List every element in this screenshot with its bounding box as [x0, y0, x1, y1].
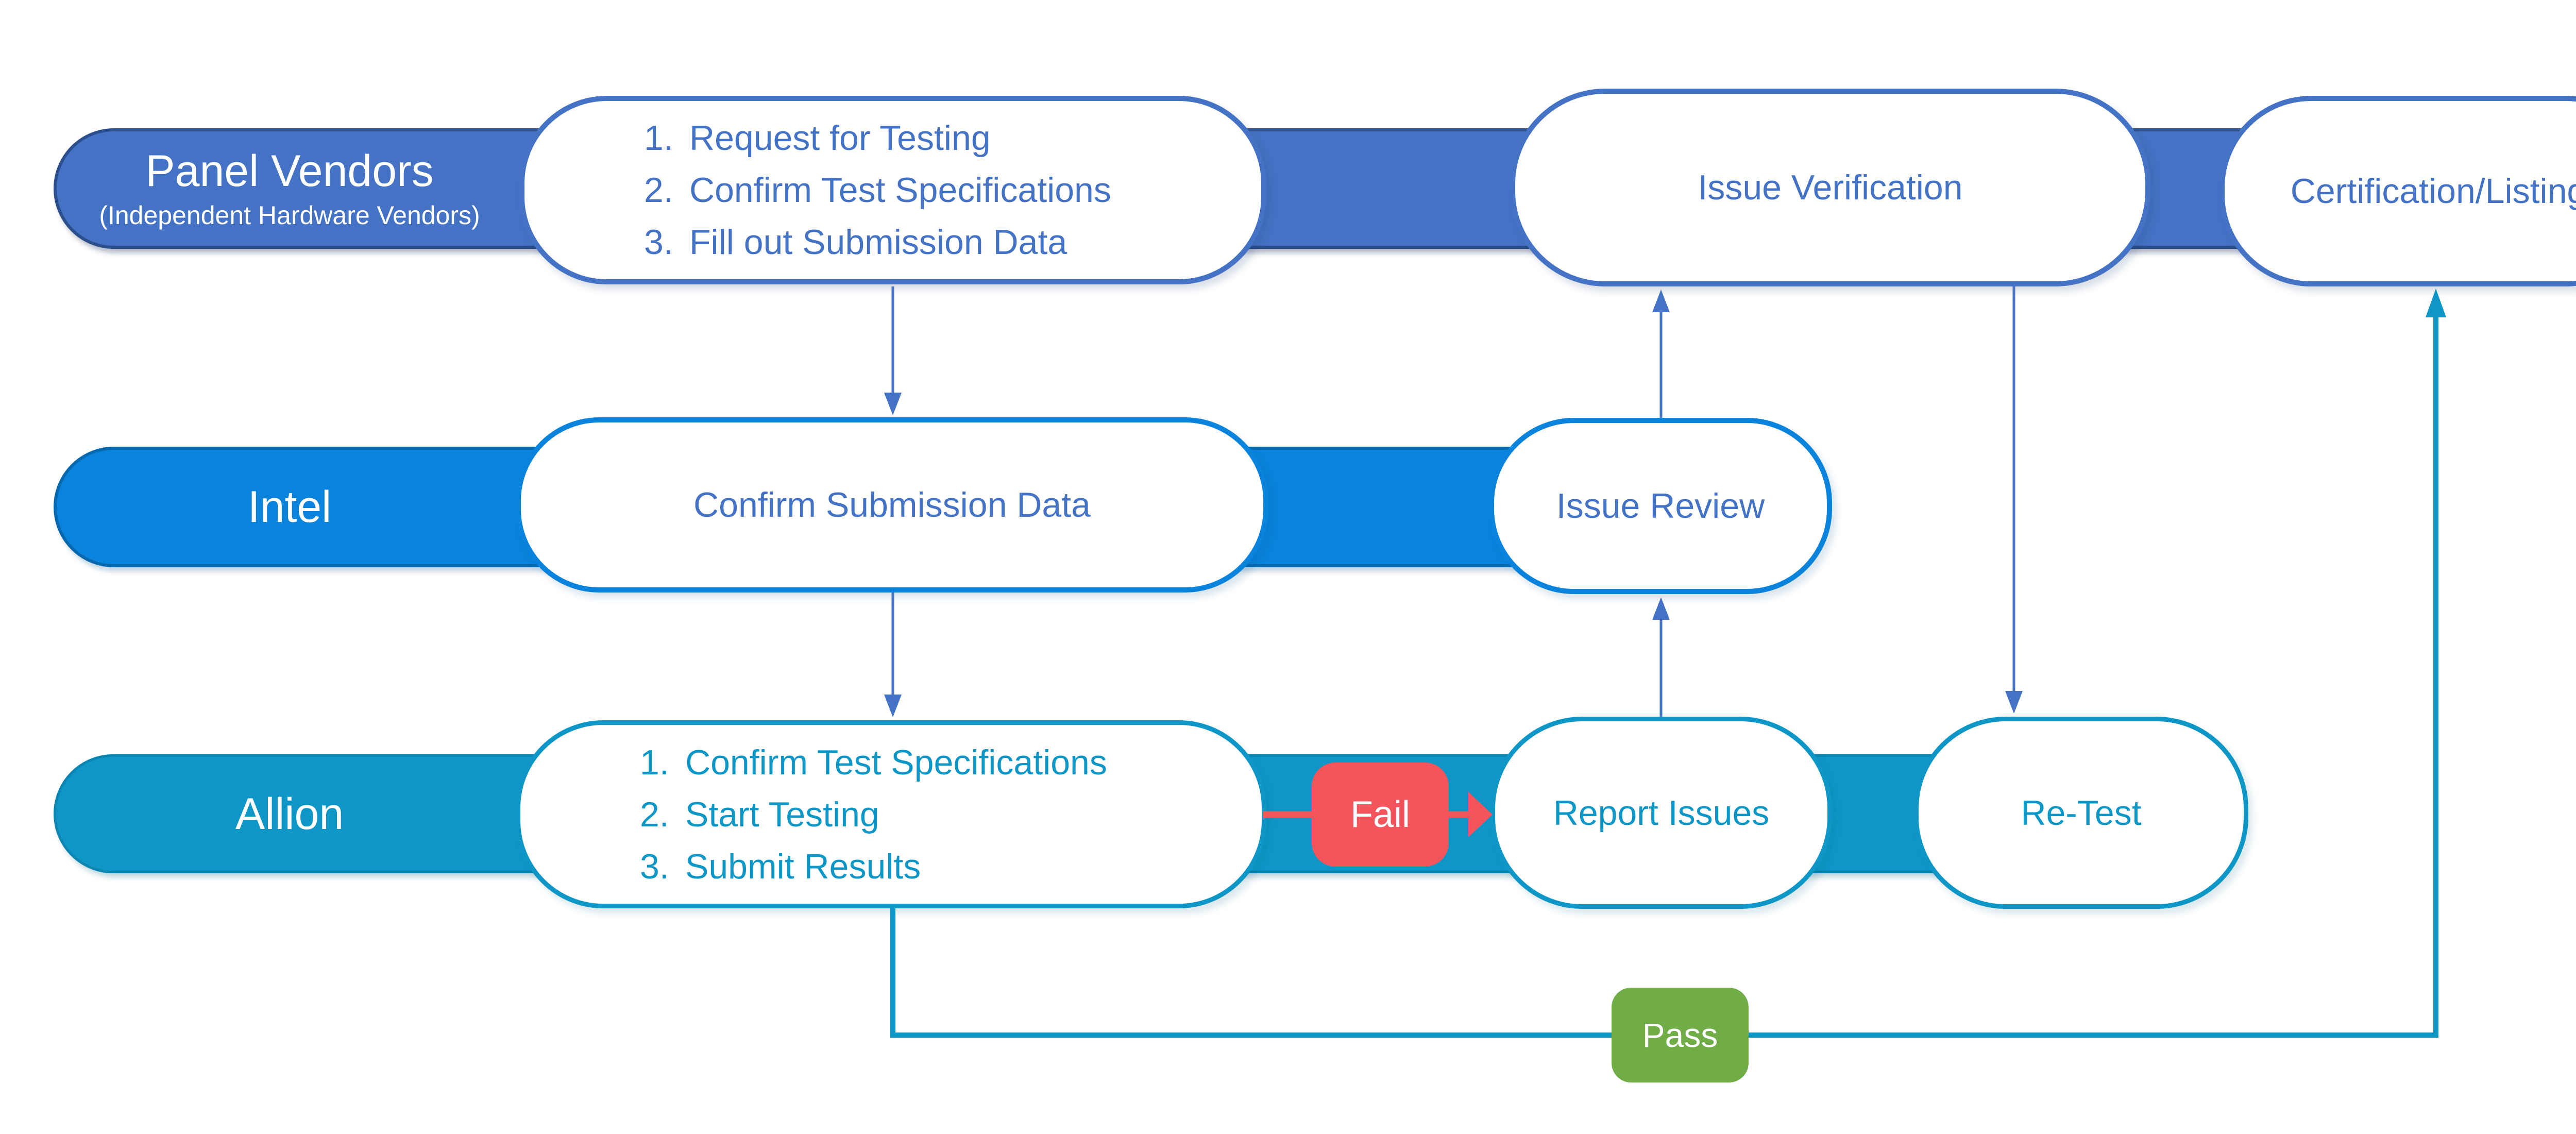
pass-badge: Pass — [1612, 988, 1749, 1082]
node-allion-tasks: 1. Confirm Test Specifications 2. Start … — [516, 720, 1266, 908]
node-re-test: Re-Test — [1914, 717, 2248, 909]
task-row: 1. Request for Testing — [644, 112, 1261, 164]
lane-label-intel: Intel — [247, 482, 332, 532]
lane-header-panel-vendors: Panel Vendors (Independent Hardware Vend… — [54, 128, 526, 249]
node-label: Confirm Submission Data — [693, 485, 1091, 524]
task-text: Confirm Test Specifications — [685, 742, 1107, 782]
panel-vendor-task-list: 1. Request for Testing 2. Confirm Test S… — [524, 101, 1261, 279]
task-number: 3. — [640, 847, 669, 886]
pass-path-arrowhead — [2426, 289, 2446, 317]
node-panel-vendor-tasks: 1. Request for Testing 2. Confirm Test S… — [519, 96, 1266, 284]
arrow-intel-to-allion-head — [884, 695, 902, 717]
arrow-verification-to-retest-head — [2005, 691, 2023, 714]
pass-badge-label: Pass — [1642, 1016, 1718, 1054]
lane-label-allion: Allion — [235, 789, 344, 839]
task-row: 3. Fill out Submission Data — [644, 216, 1261, 268]
task-text: Fill out Submission Data — [689, 223, 1067, 262]
node-report-issues: Report Issues — [1490, 717, 1832, 909]
node-issue-review: Issue Review — [1489, 418, 1832, 594]
fail-badge: Fail — [1312, 763, 1449, 867]
task-number: 2. — [644, 171, 673, 210]
node-issue-verification: Issue Verification — [1510, 89, 2150, 286]
node-label: Report Issues — [1553, 793, 1770, 833]
task-number: 2. — [640, 794, 669, 834]
arrow-panel-to-intel-head — [884, 393, 902, 415]
node-confirm-submission-data: Confirm Submission Data — [516, 417, 1268, 593]
task-text: Confirm Test Specifications — [689, 171, 1111, 210]
task-row: 3. Submit Results — [640, 840, 1262, 892]
node-label: Issue Review — [1556, 486, 1765, 526]
task-text: Submit Results — [685, 847, 921, 886]
task-row: 1. Confirm Test Specifications — [640, 736, 1262, 788]
lane-sublabel-panel-vendors: (Independent Hardware Vendors) — [99, 201, 480, 230]
lane-header-allion: Allion — [54, 754, 526, 873]
task-number: 1. — [644, 119, 673, 158]
lane-label-panel-vendors: Panel Vendors — [145, 146, 434, 196]
lane-header-intel: Intel — [54, 447, 526, 567]
fail-badge-label: Fail — [1350, 794, 1410, 835]
task-row: 2. Start Testing — [640, 788, 1262, 840]
task-number: 1. — [640, 742, 669, 782]
node-label: Re-Test — [2021, 793, 2142, 833]
node-label: Certification/Listing — [2290, 172, 2576, 211]
allion-task-list: 1. Confirm Test Specifications 2. Start … — [520, 725, 1262, 904]
arrow-review-to-verification-head — [1652, 290, 1670, 312]
arrow-report-to-review-head — [1652, 597, 1670, 620]
task-text: Start Testing — [685, 794, 879, 834]
node-label: Issue Verification — [1698, 168, 1963, 207]
task-row: 2. Confirm Test Specifications — [644, 164, 1261, 216]
task-number: 3. — [644, 223, 673, 262]
task-text: Request for Testing — [689, 119, 991, 158]
node-certification-listing: Certification/Listing — [2219, 96, 2576, 286]
